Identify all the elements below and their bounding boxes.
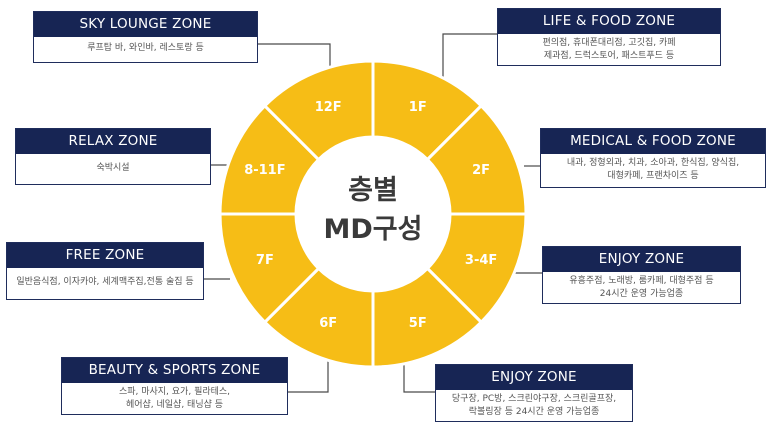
connector-line [403, 355, 435, 393]
free-zone-box: FREE ZONE 일반음식점, 이자카야, 세계맥주집,전통 술집 등 [6, 242, 204, 300]
floor-segment-label: 3-4F [465, 253, 497, 268]
zone-description: 숙박시설 [96, 163, 130, 173]
connector-line [258, 43, 331, 66]
beauty-sports-zone-box: BEAUTY & SPORTS ZONE 스파, 마사지, 요가, 필라테스,헤… [61, 357, 288, 415]
center-circle [296, 137, 450, 291]
zone-description: 일반음식점, 이자카야, 세계맥주집,전통 술집 등 [16, 277, 194, 287]
zone-title: ENJOY ZONE [543, 247, 740, 272]
floor-segment-label: 1F [409, 100, 427, 115]
relax-zone-box: RELAX ZONE 숙박시설 [15, 128, 211, 185]
connector-line [288, 350, 329, 393]
zone-description: 스파, 마사지, 요가, 필라테스,헤어샵, 네일샵, 태닝샵 등 [118, 387, 231, 410]
floor-segment-label: 12F [315, 100, 342, 115]
connector-line [442, 33, 497, 82]
medical-food-zone-box: MEDICAL & FOOD ZONE 내과, 정형외과, 치과, 소아과, 한… [540, 128, 766, 188]
zone-description: 내과, 정형외과, 치과, 소아과, 한식집, 양식집,대형카페, 프랜차이즈 … [566, 158, 740, 181]
zone-description: 루프탑 바, 와인바, 레스토랑 등 [87, 43, 204, 53]
zone-title: LIFE & FOOD ZONE [498, 9, 720, 34]
center-title-line2: MD구성 [324, 214, 423, 245]
enjoy-zone-5f-box: ENJOY ZONE 당구장, PC방, 스크린야구장, 스크린골프장,락볼링장… [435, 364, 633, 422]
zone-description: 당구장, PC방, 스크린야구장, 스크린골프장,락볼링장 등 24시간 운영 … [451, 394, 617, 417]
floor-segment-label: 2F [472, 163, 490, 178]
floor-segment-label: 5F [409, 316, 427, 331]
zone-title: FREE ZONE [7, 243, 203, 268]
floor-segment-label: 8-11F [244, 163, 285, 178]
zone-title: MEDICAL & FOOD ZONE [541, 129, 765, 154]
floor-segment-label: 7F [256, 253, 274, 268]
floor-segments: 1F 2F 3-4F 5F 6F 7F 8-11F 12F [218, 59, 528, 369]
floor-segment-label: 6F [319, 316, 337, 331]
zone-title: SKY LOUNGE ZONE [34, 12, 257, 37]
zone-title: RELAX ZONE [16, 129, 210, 154]
center-title-line1: 층별 [348, 175, 398, 206]
zone-title: ENJOY ZONE [436, 365, 632, 390]
zone-title: BEAUTY & SPORTS ZONE [62, 358, 287, 383]
sky-lounge-zone-box: SKY LOUNGE ZONE 루프탑 바, 와인바, 레스토랑 등 [33, 11, 258, 63]
